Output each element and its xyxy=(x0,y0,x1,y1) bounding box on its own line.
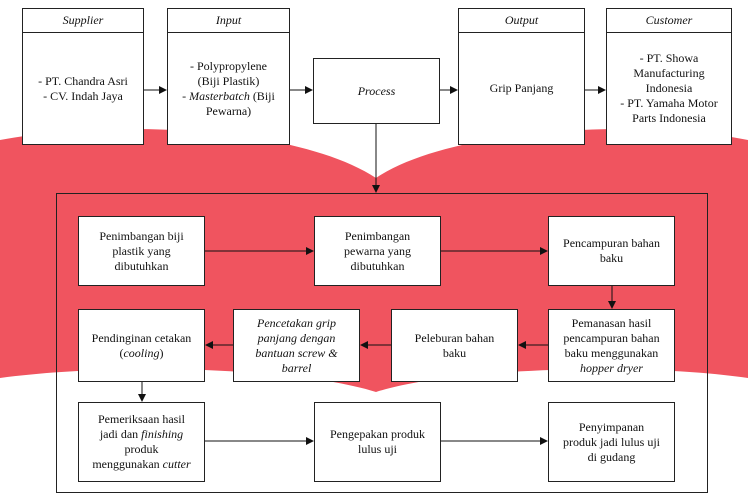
step-text-line: pencampuran bahan xyxy=(563,330,660,345)
step-text-line: baku xyxy=(599,251,624,265)
customer-box: Customer - PT. Showa Manufacturing Indon… xyxy=(606,8,732,145)
step-text-line: barrel xyxy=(281,360,312,375)
step-text-line: Pemeriksaan hasil xyxy=(98,412,185,426)
step-text-line: panjang dengan xyxy=(257,330,336,345)
step-text-line: Peleburan bahan xyxy=(414,330,495,345)
input-list: - Polypropylene (Biji Plastik) - Masterb… xyxy=(168,33,289,144)
input-box: Input - Polypropylene (Biji Plastik) - M… xyxy=(167,8,290,145)
step-text-line: dibutuhkan xyxy=(350,258,405,273)
step-text-line: Masterbatch xyxy=(189,88,250,103)
input-line: - Masterbatch (Biji xyxy=(182,88,275,103)
customer-item: Indonesia xyxy=(645,81,693,95)
customer-list: - PT. Showa Manufacturing Indonesia - PT… xyxy=(607,33,731,144)
process-box: Process xyxy=(313,58,440,124)
step-text-line: jadi dan xyxy=(99,427,142,441)
step-text-line: bantuan screw & xyxy=(255,345,338,360)
step-text-line: menggunakan xyxy=(92,457,163,471)
input-title: Input xyxy=(168,9,289,33)
step-text-line: Penimbangan xyxy=(344,228,411,243)
input-line: (Biji Plastik) xyxy=(197,73,260,88)
step-text-line: Penyimpanan xyxy=(578,419,645,434)
process-label: Process xyxy=(357,83,396,98)
supplier-item: - CV. Indah Jaya xyxy=(43,88,123,103)
output-box: Output Grip Panjang xyxy=(458,8,585,145)
step-text-line: Pencetakan grip xyxy=(257,315,336,330)
step-inspection: Pemeriksaan hasil jadi dan finishing pro… xyxy=(78,402,205,482)
step-text-line: baku xyxy=(442,345,467,360)
customer-item: - PT. Yamaha Motor xyxy=(620,96,718,110)
customer-item: - PT. Showa xyxy=(639,51,699,65)
customer-title: Customer xyxy=(607,9,731,33)
step-text-line: produk jadi lulus uji xyxy=(563,434,660,449)
customer-item: Manufacturing xyxy=(633,66,705,80)
step-text-line: Pengepakan produk xyxy=(330,427,425,441)
supplier-box: Supplier - PT. Chandra Asri - CV. Indah … xyxy=(22,8,144,145)
supplier-item: - PT. Chandra Asri xyxy=(38,73,128,88)
output-title: Output xyxy=(459,9,584,33)
step-cooling: Pendinginan cetakan (cooling) xyxy=(78,309,205,382)
step-text-line: hopper dryer xyxy=(579,360,643,375)
input-line: Pewarna) xyxy=(205,103,252,118)
step-text-line: baku menggunakan xyxy=(564,345,659,360)
step-text-line: plastik yang xyxy=(112,243,171,258)
output-value: Grip Panjang xyxy=(489,81,554,95)
step-text-line: cooling xyxy=(123,345,160,360)
supplier-list: - PT. Chandra Asri - CV. Indah Jaya xyxy=(23,33,143,144)
step-text-line: lulus uji xyxy=(357,442,397,456)
step-text-line: Pendinginan cetakan xyxy=(91,330,192,345)
step-text-line: Penimbangan biji xyxy=(99,228,184,243)
step-text-line: Pencampuran bahan xyxy=(563,236,660,250)
input-line: - Polypropylene xyxy=(189,58,267,73)
step-text-line: (Biji xyxy=(249,88,275,103)
step-text-line: dibutuhkan xyxy=(114,258,169,273)
step-text-line: pewarna yang xyxy=(344,243,411,258)
process-detail-frame xyxy=(56,193,708,493)
step-text-line: produk xyxy=(124,442,159,456)
step-text-line: di gudang xyxy=(587,449,636,464)
step-text-line: finishing xyxy=(141,427,184,441)
supplier-title: Supplier xyxy=(23,9,143,33)
step-text-line: cutter xyxy=(162,457,191,471)
customer-item: Parts Indonesia xyxy=(632,111,706,125)
step-text-line: Pemanasan hasil xyxy=(571,315,652,330)
